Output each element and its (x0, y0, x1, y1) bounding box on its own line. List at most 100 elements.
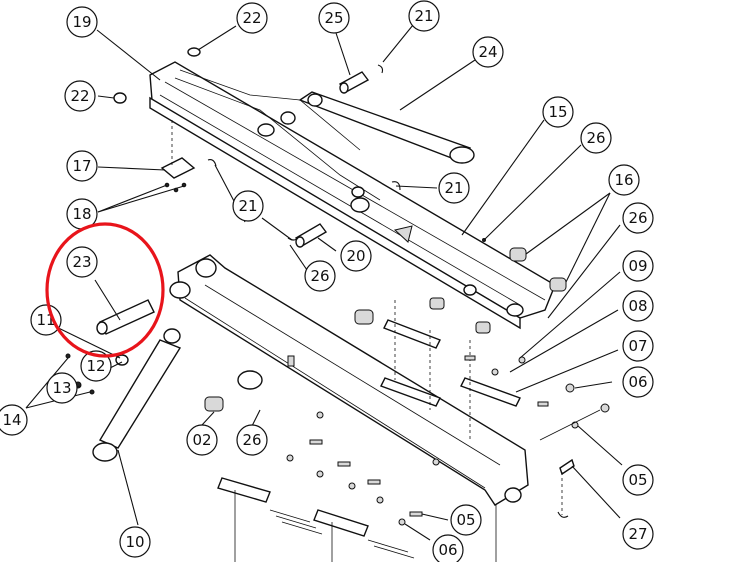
callout-c09: 09 (622, 250, 654, 282)
callout-number: 02 (192, 431, 211, 449)
callout-c07: 07 (622, 330, 654, 362)
callout-circle (622, 202, 654, 234)
callout-number: 10 (125, 533, 144, 551)
callout-number: 18 (72, 205, 91, 223)
callout-circle (236, 2, 268, 34)
callout-number: 15 (548, 103, 567, 121)
callout-group: 19 22 25 21 24 22 15 26 17 21 16 18 21 26 23 20 26 09 11 08… (0, 0, 654, 562)
callout-c20: 20 (340, 240, 372, 272)
callout-c08: 08 (622, 290, 654, 322)
callout-number: 22 (70, 87, 89, 105)
callout-circle (80, 350, 112, 382)
callout-circle (340, 240, 372, 272)
callout-c14: 14 (0, 404, 28, 436)
callout-c02: 02 (186, 424, 218, 456)
callout-c06b: 06 (432, 534, 464, 562)
bushing-b (429, 297, 445, 310)
callout-number: 21 (444, 179, 463, 197)
callout-c17: 17 (66, 150, 98, 182)
callout-number: 20 (346, 247, 365, 265)
callout-c19: 19 (66, 6, 98, 38)
callout-c26d: 26 (236, 424, 268, 456)
callout-number: 08 (628, 297, 647, 315)
callout-circle (472, 36, 504, 68)
callout-c21a: 21 (408, 0, 440, 32)
callout-number: 13 (52, 379, 71, 397)
callout-number: 16 (614, 171, 633, 189)
callout-circle (30, 304, 62, 336)
callout-circle (304, 260, 336, 292)
callout-number: 25 (324, 9, 343, 27)
callout-c18: 18 (66, 198, 98, 230)
callout-c12: 12 (80, 350, 112, 382)
callout-circle (432, 534, 464, 562)
washer-22-top (187, 47, 201, 57)
callout-number: 22 (242, 9, 261, 27)
callout-number: 21 (238, 197, 257, 215)
callout-circle (622, 518, 654, 550)
pin-23 (96, 299, 155, 335)
callout-c26a: 26 (580, 122, 612, 154)
callout-number: 26 (628, 209, 647, 227)
clip-21-boom (391, 181, 401, 191)
leader-lines (25, 24, 623, 541)
pin-25 (338, 64, 384, 94)
callout-circle (622, 366, 654, 398)
callout-circle (119, 526, 151, 558)
callout-number: 07 (628, 337, 647, 355)
callout-c16: 16 (608, 164, 640, 196)
bolt-14b (89, 389, 95, 395)
callout-c24: 24 (472, 36, 504, 68)
pin-27 (557, 458, 575, 518)
callout-number: 21 (414, 7, 433, 25)
bushing-c (475, 321, 491, 334)
lower-boom (177, 254, 529, 506)
callout-circle (622, 250, 654, 282)
callout-c05a: 05 (622, 464, 654, 496)
callout-number: 24 (478, 43, 497, 61)
callout-circle (318, 2, 350, 34)
callout-number: 09 (628, 257, 647, 275)
callout-circle (186, 424, 218, 456)
callout-circle (608, 164, 640, 196)
pin-20 (287, 223, 328, 248)
bolt-14a (65, 353, 71, 359)
callout-number: 23 (72, 253, 91, 271)
plates-07-08-09 (380, 300, 521, 440)
callout-c26b: 26 (304, 260, 336, 292)
callout-c10: 10 (119, 526, 151, 558)
highlight-ring (45, 222, 165, 358)
callout-number: 26 (586, 129, 605, 147)
callout-number: 27 (628, 525, 647, 543)
callout-circle (66, 246, 98, 278)
callout-c15: 15 (542, 96, 574, 128)
callout-c06a: 06 (622, 366, 654, 398)
cylinder-24 (298, 91, 475, 164)
callout-c22a: 22 (236, 2, 268, 34)
callout-circle (542, 96, 574, 128)
pivot-lower-left (169, 281, 191, 299)
clip-21-left (207, 159, 217, 167)
callout-c21b: 21 (438, 172, 470, 204)
callout-c13: 13 (46, 372, 78, 404)
callout-number: 05 (456, 511, 475, 529)
callout-circle (622, 290, 654, 322)
bushing-center (354, 309, 374, 325)
callout-c11: 11 (30, 304, 62, 336)
callout-c21c: 21 (232, 190, 264, 222)
callout-number: 17 (72, 157, 91, 175)
callout-circle (236, 424, 268, 456)
callout-circle (622, 464, 654, 496)
callout-c22b: 22 (64, 80, 96, 112)
callout-number: 05 (628, 471, 647, 489)
callout-circle (46, 372, 78, 404)
callout-number: 26 (310, 267, 329, 285)
callout-number: 06 (628, 373, 647, 391)
callout-circle (622, 330, 654, 362)
bushings-right-upper (482, 238, 567, 292)
callout-number: 19 (72, 13, 91, 31)
callout-number: 26 (242, 431, 261, 449)
callout-circle (64, 80, 96, 112)
